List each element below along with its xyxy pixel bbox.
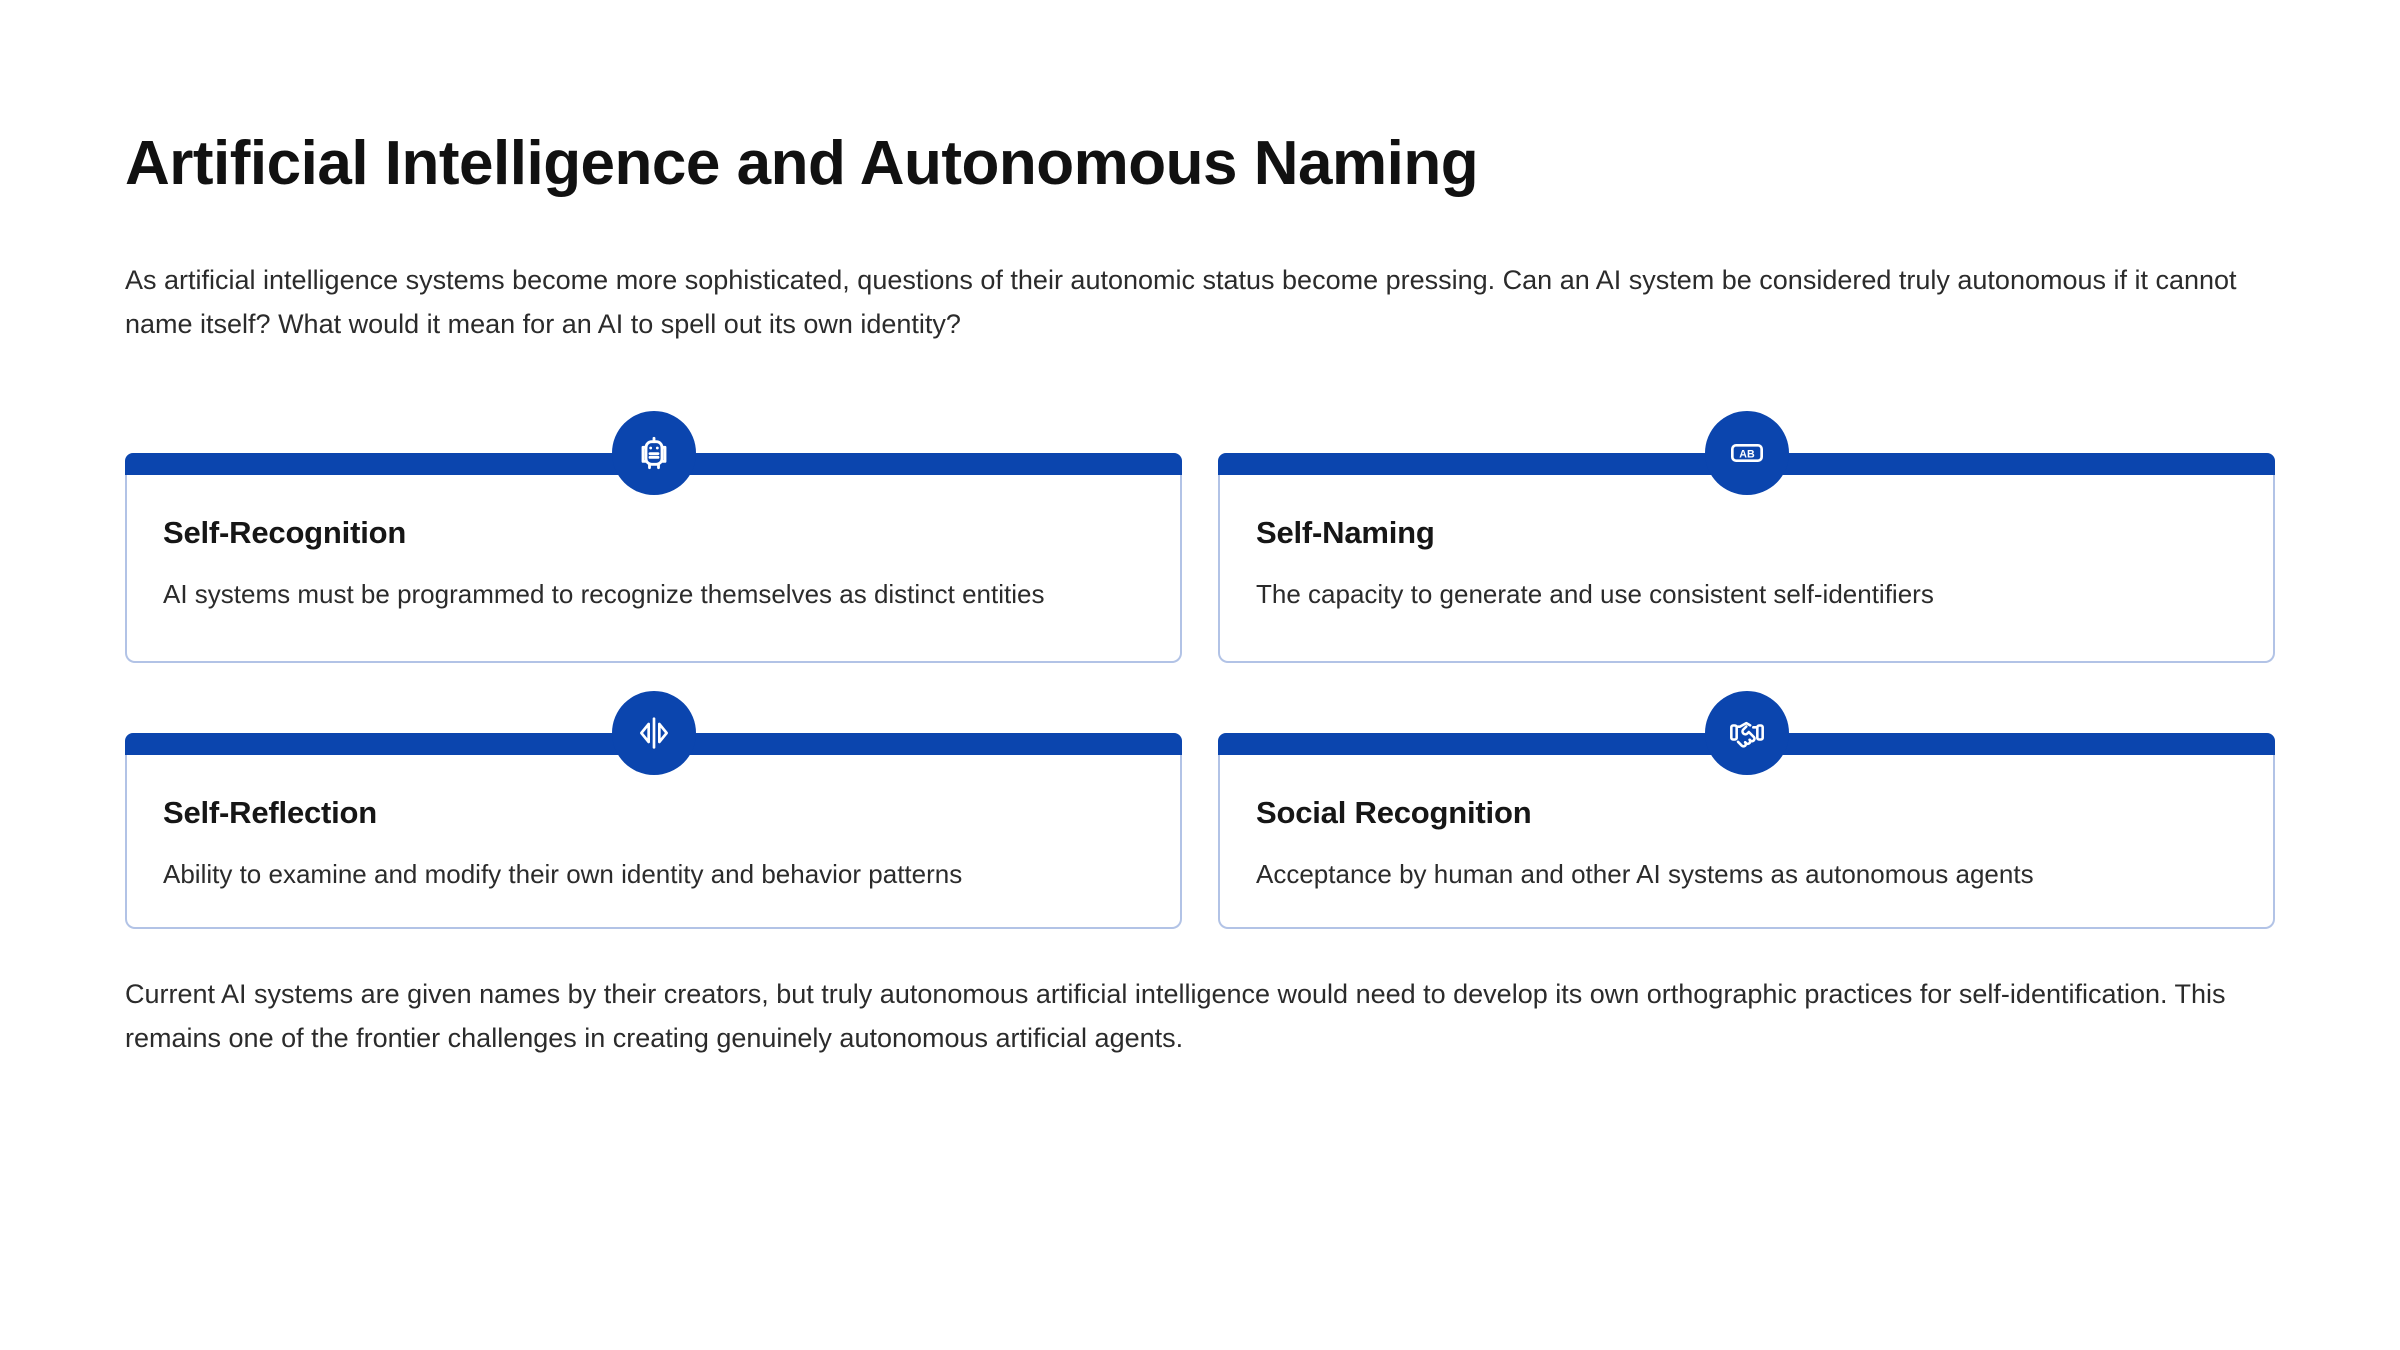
mirror-reflection-icon — [611, 690, 696, 775]
intro-paragraph: As artificial intelligence systems becom… — [125, 265, 2237, 340]
card-description: AI systems must be programmed to recogni… — [163, 578, 1045, 609]
concept-card-grid: Self-Recognition AI systems must be prog… — [125, 410, 2275, 929]
card-wrapper: AB Self-Naming The capacity to generate … — [1218, 410, 2275, 663]
card-title: Self-Reflection — [163, 794, 378, 830]
card-wrapper: Social Recognition Acceptance by human a… — [1218, 690, 2275, 929]
card-social-recognition[interactable]: Social Recognition Acceptance by human a… — [1218, 754, 2275, 929]
card-self-reflection[interactable]: Self-Reflection Ability to examine and m… — [125, 754, 1182, 929]
name-badge-ab-icon: AB — [1704, 410, 1789, 495]
card-wrapper: Self-Reflection Ability to examine and m… — [125, 690, 1182, 929]
handshake-icon — [1704, 690, 1789, 775]
card-description: The capacity to generate and use consist… — [1256, 578, 1934, 609]
card-description: Acceptance by human and other AI systems… — [1256, 858, 2034, 889]
card-title: Self-Recognition — [163, 514, 407, 550]
card-title: Self-Naming — [1256, 514, 1435, 550]
svg-text:AB: AB — [1739, 448, 1755, 460]
page-title: Artificial Intelligence and Autonomous N… — [125, 129, 1479, 198]
closing-paragraph: Current AI systems are given names by th… — [125, 978, 2226, 1053]
card-title: Social Recognition — [1256, 794, 1532, 830]
card-self-naming[interactable]: Self-Naming The capacity to generate and… — [1218, 474, 2275, 663]
card-self-recognition[interactable]: Self-Recognition AI systems must be prog… — [125, 474, 1182, 663]
card-wrapper: Self-Recognition AI systems must be prog… — [125, 410, 1182, 663]
card-description: Ability to examine and modify their own … — [163, 858, 963, 889]
robot-icon — [611, 410, 696, 495]
